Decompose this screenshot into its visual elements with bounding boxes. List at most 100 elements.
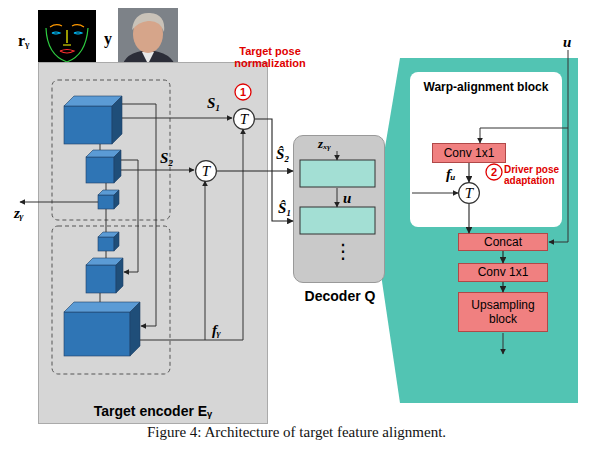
feature-block-top [86, 258, 123, 265]
feature-block-side [130, 302, 140, 356]
feature-wire [121, 170, 194, 171]
feature-symbol: u [563, 34, 571, 51]
edge-label: fᵤ [446, 166, 455, 183]
connector-arrow [217, 170, 293, 171]
landmark-eye [74, 32, 82, 34]
transform-circle: T [233, 108, 255, 130]
edge-label: Ŝ₁ [278, 200, 292, 217]
skip-connection [122, 104, 156, 326]
feature-block-side [114, 190, 119, 209]
input-symbol: rᵧ [18, 32, 30, 50]
node-text: Upsampling block [459, 298, 547, 327]
feature-block [86, 157, 114, 183]
feature-block [86, 265, 116, 293]
edge-label: Ŝ₂ [276, 146, 290, 163]
input-wire [337, 188, 338, 207]
landmark-nose [63, 30, 71, 45]
feature-wire [205, 181, 206, 340]
transform-circle-outline [459, 183, 480, 204]
callout-number: 2 [488, 166, 500, 178]
input-wire [549, 50, 568, 242]
transform-circle: T [458, 182, 480, 204]
feature-symbol: zᵧ [14, 205, 24, 222]
feature-block-side [114, 232, 119, 251]
photo-hair [132, 13, 164, 32]
feature-block-top [64, 96, 122, 106]
feature-block-top [98, 190, 119, 195]
node-text: T [195, 160, 217, 182]
decoder-group [52, 226, 170, 374]
conv-box: Conv 1x1 [432, 143, 506, 163]
node-text: Warp-alignment block [410, 80, 562, 94]
block-link [100, 144, 101, 150]
feature-symbol: fᵧ [212, 322, 221, 339]
output-wire [503, 333, 504, 354]
transform-circle: T [195, 160, 217, 182]
block-link [106, 251, 107, 258]
connector-arrow [502, 282, 503, 292]
feature-block [98, 237, 114, 251]
block-link [106, 209, 107, 232]
decoder-stage [300, 207, 375, 234]
transform-circle-outline [234, 109, 255, 130]
figure-caption: Figure 4: Architecture of target feature… [0, 424, 593, 441]
landmark-brow [50, 25, 62, 27]
warp-block: Warp-alignment blockConv 1x1T [410, 72, 562, 227]
node-text: Conv 1x1 [478, 265, 529, 279]
feature-symbol: zₓᵧ [318, 137, 331, 151]
step-note: Driver pose adaptation [504, 164, 568, 186]
block-link [100, 293, 101, 302]
feature-symbol: u [343, 190, 351, 207]
callout-circle [486, 164, 502, 180]
node-text: Target encoder Eᵧ [39, 403, 267, 419]
block-link [106, 183, 107, 190]
landmark-eye [52, 32, 60, 34]
feature-block-top [64, 302, 140, 312]
connector-arrow [468, 163, 469, 182]
feature-block [98, 195, 114, 209]
node-text: Concat [484, 235, 522, 249]
upsampling-box: Upsampling block [458, 292, 548, 332]
connector-arrow [255, 119, 293, 221]
feature-block-side [112, 96, 122, 144]
callout-circle [235, 84, 251, 100]
input-wire [337, 151, 338, 160]
feature-block-side [116, 258, 123, 293]
feature-block [64, 312, 130, 356]
skip-connection [121, 160, 138, 272]
concat-box: Concat [458, 233, 548, 251]
feature-wire [140, 129, 243, 340]
step-note: Target pose normalization [228, 45, 312, 69]
output-wire [20, 202, 98, 203]
transform-circle-outline [196, 161, 217, 182]
input-wire [480, 128, 568, 143]
encoder-group [52, 80, 170, 220]
feature-symbol: S₂ [160, 150, 174, 167]
node-text: Conv 1x1 [444, 146, 495, 160]
landmark-brow [72, 25, 84, 27]
landmark-image [38, 10, 96, 67]
conv-box: Conv 1x1 [458, 263, 548, 282]
feature-block-top [86, 150, 121, 157]
face-photo [118, 8, 178, 68]
input-symbol: y [104, 30, 112, 48]
node-text: T [458, 182, 480, 204]
feature-wire [412, 193, 458, 194]
landmark-contour [46, 28, 88, 62]
node-text: T [233, 108, 255, 130]
landmark-lips [60, 50, 74, 54]
connector-arrow [468, 204, 469, 233]
ellipsis-mark: ⋮ [333, 240, 353, 262]
detail-panel [400, 58, 578, 403]
encoder-panel: Target encoder Eᵧ T T [38, 62, 268, 424]
photo-face [133, 15, 163, 53]
node-text: Decoder Q [284, 288, 396, 304]
feature-block-side [114, 150, 121, 183]
connector-arrow [502, 251, 503, 263]
feature-block-top [98, 232, 119, 237]
feature-wire [122, 118, 232, 119]
feature-symbol: S₁ [207, 95, 221, 112]
callout-number: 1 [237, 86, 249, 98]
